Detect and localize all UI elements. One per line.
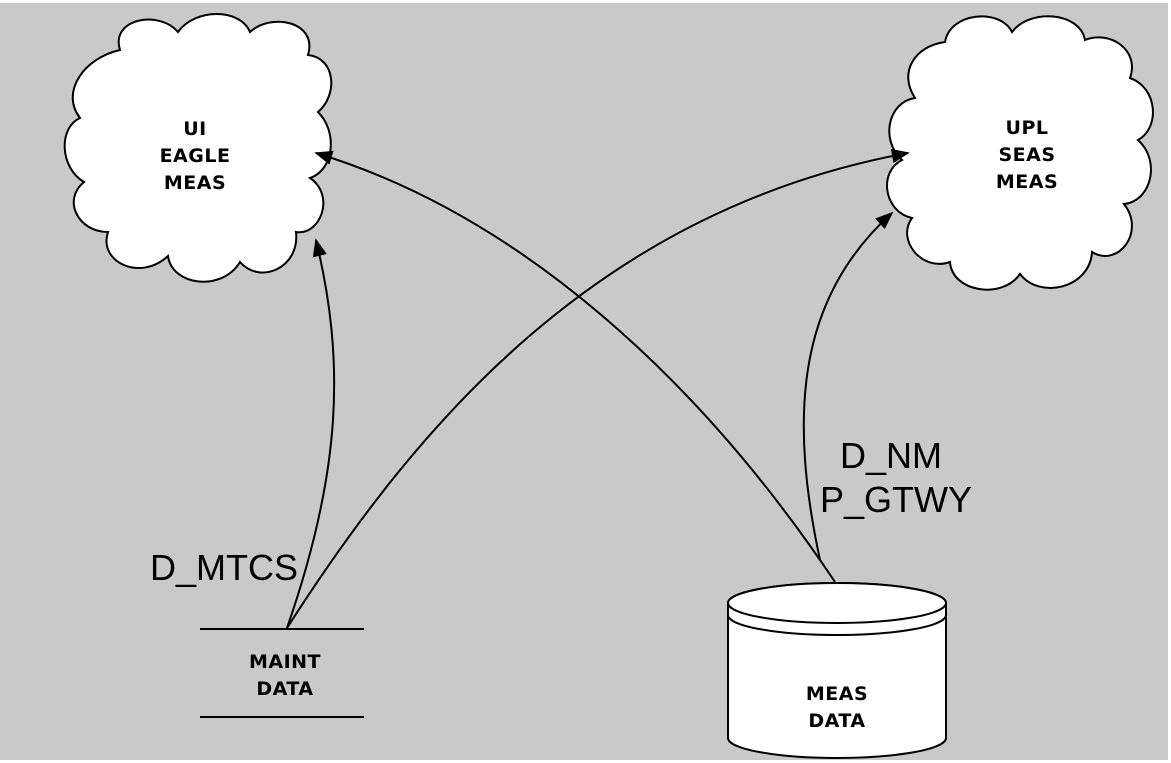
database-meas-data: MEAS DATA [727,582,947,759]
arrow-meas-to-ui-eagle [314,150,836,583]
cylinder-top [727,582,947,624]
cloud-label-line-1: UPL [1006,117,1049,139]
database-label-line-1: MEAS [806,683,868,705]
cylinder-rim [727,614,947,636]
cloud-label-line-2: SEAS [998,144,1055,166]
cloud-label-line-1: UI [183,118,207,140]
arrow-maint-to-upl-seas [286,148,910,629]
flow-label-d-nm: D_NM [840,435,942,476]
arrow-meas-to-upl-seas [802,211,894,561]
cloud-label-line-3: MEAS [164,172,226,194]
flow-label-p-gtwy: P_GTWY [820,479,972,520]
datastore-maint-data: MAINT DATA [200,628,364,718]
arrow-maint-to-ui-eagle [286,238,336,629]
cloud-ui-eagle-meas: UI EAGLE MEAS [63,13,333,283]
cloud-label-line-3: MEAS [996,171,1058,193]
flow-arrows [286,148,910,629]
datastore-label-line-1: MAINT [249,651,321,673]
datastore-label-line-2: DATA [256,678,313,700]
flow-label-d-mtcs: D_MTCS [150,547,298,588]
cloud-shape-left [63,13,333,283]
cloud-upl-seas-meas: UPL SEAS MEAS [886,15,1154,291]
database-label-line-2: DATA [808,710,865,732]
cloud-label-line-2: EAGLE [160,145,231,167]
